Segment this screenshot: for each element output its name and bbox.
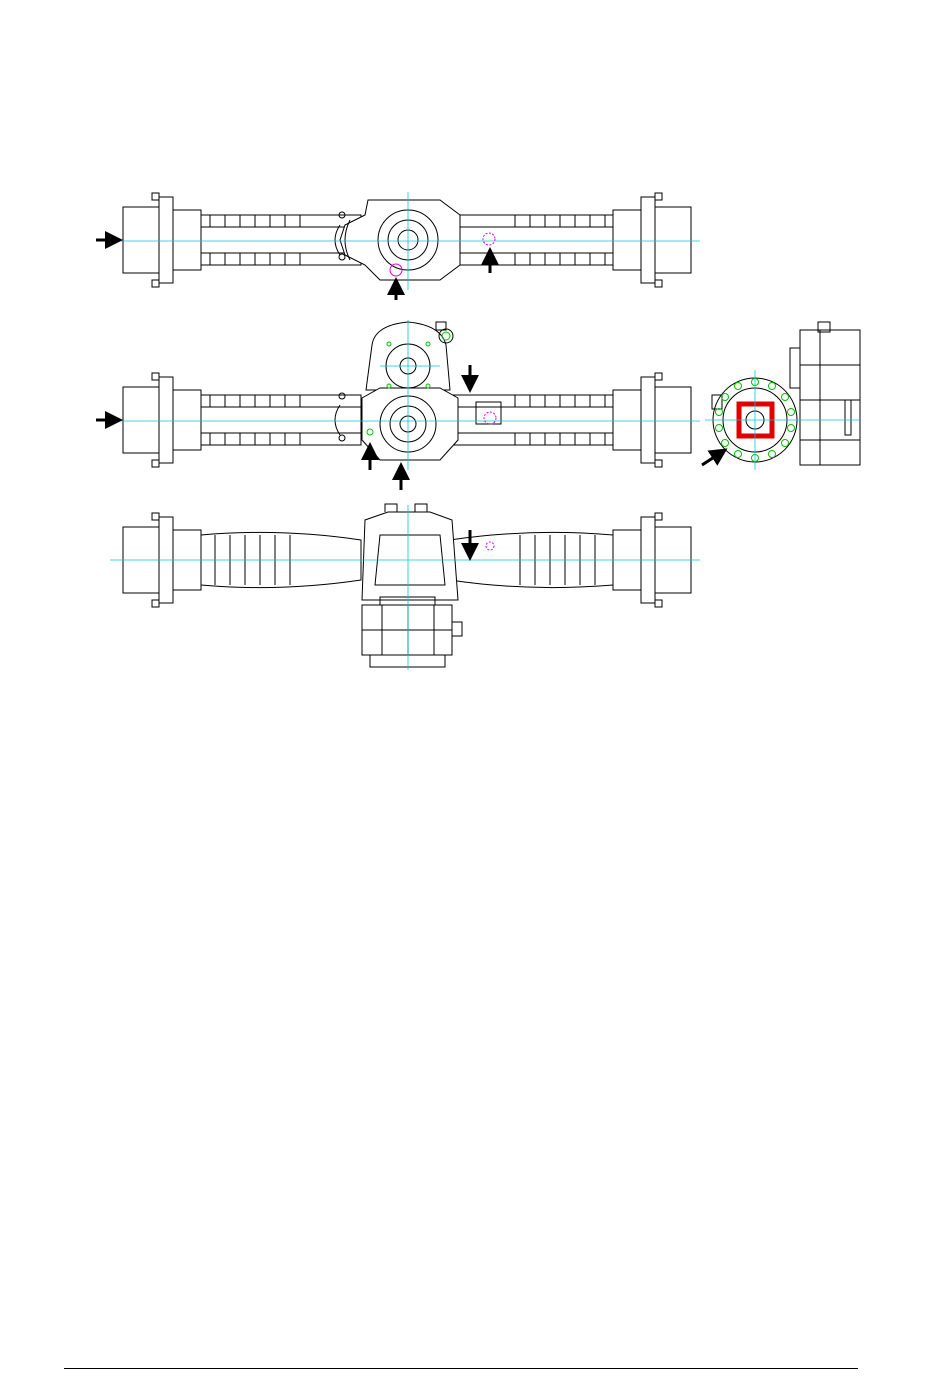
bottom-view [123, 504, 691, 667]
front-view [123, 322, 691, 467]
tube-ribs-right [450, 215, 613, 265]
bottom-view-markers [486, 542, 494, 550]
top-view [123, 193, 691, 287]
technical-drawing [0, 0, 950, 700]
side-view-arrows [702, 450, 725, 465]
side-view-centerlines [705, 370, 860, 470]
tube-ribs-left [201, 215, 361, 265]
arrow-icon [702, 450, 725, 465]
footer-rule [64, 1368, 858, 1369]
